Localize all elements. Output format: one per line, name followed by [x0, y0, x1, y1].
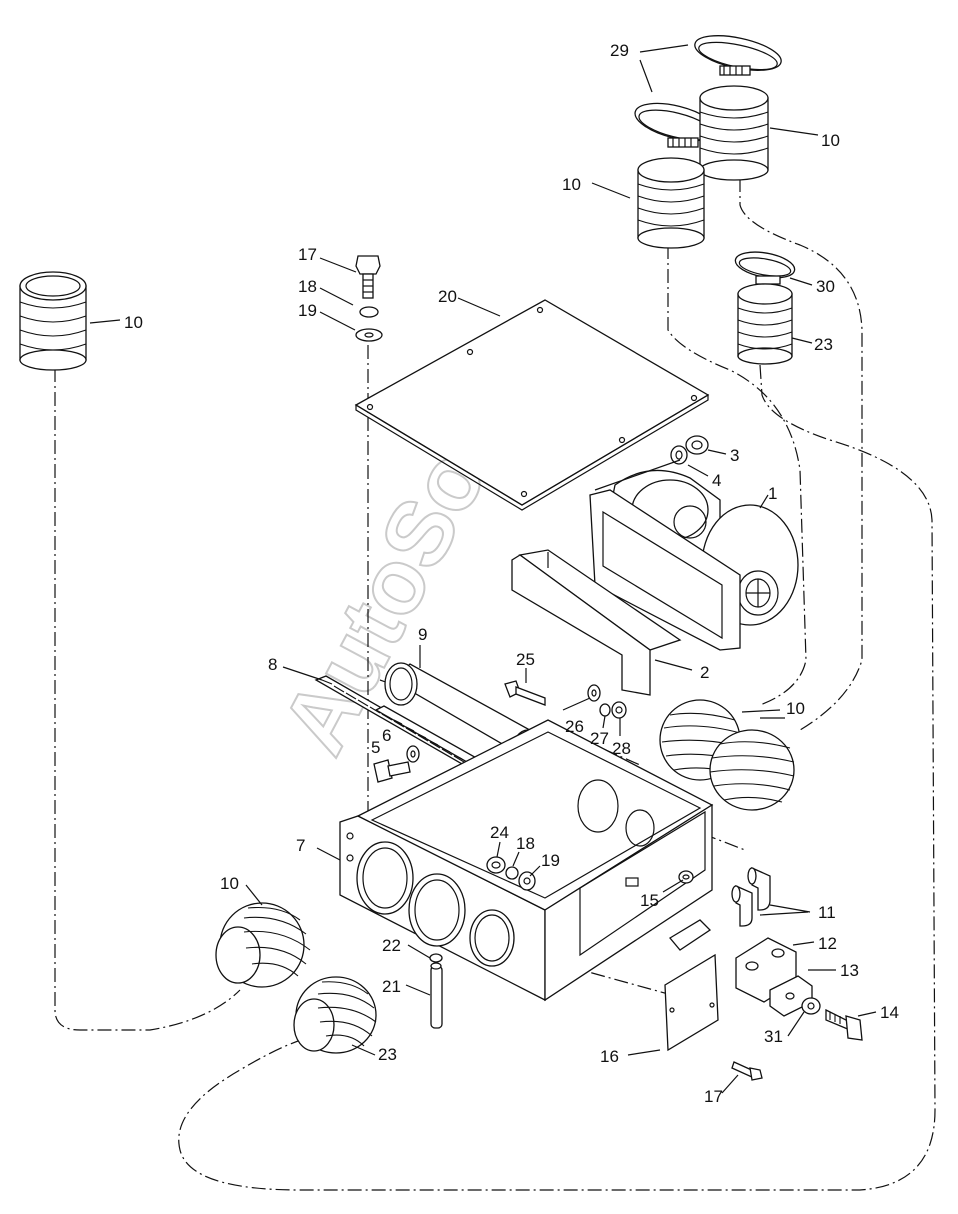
- hose-10-far-left: [19, 271, 87, 371]
- label-7: 7: [296, 836, 305, 855]
- blower-motor-1: [589, 459, 799, 651]
- bracket-2: [511, 549, 682, 696]
- nut-28: [611, 701, 627, 719]
- hose-routes: [54, 178, 936, 1191]
- screw-17-lower: [731, 1061, 763, 1081]
- heater-housing-7: [339, 719, 714, 1002]
- lock-washer-18-lower: [505, 866, 519, 880]
- hose-clamp-30: [734, 251, 796, 285]
- label-18: 18: [516, 834, 535, 853]
- label-11: 11: [818, 903, 836, 922]
- label-14: 14: [880, 1003, 899, 1022]
- hose-clamp-29-upper: [694, 35, 782, 76]
- bolt-25: [504, 680, 546, 706]
- elbow-11-a: [747, 866, 771, 911]
- washer-4: [670, 445, 688, 465]
- label-13: 13: [840, 961, 859, 980]
- o-ring-22: [429, 953, 443, 963]
- part-labels: 29 10 10 17 18 19 20 10 30 23 3 4 1 9 8 …: [124, 41, 899, 1106]
- label-22: 22: [382, 936, 401, 955]
- label-2: 2: [700, 663, 709, 682]
- washer-6: [406, 745, 420, 763]
- filter-strip-8: [314, 675, 484, 773]
- drain-tube-21: [430, 962, 443, 1029]
- label-5: 5: [371, 738, 380, 757]
- label-8: 8: [268, 655, 277, 674]
- nut-24: [486, 856, 506, 874]
- label-17: 17: [704, 1087, 723, 1106]
- label-18: 18: [298, 277, 317, 296]
- label-10: 10: [124, 313, 143, 332]
- washer-31: [801, 997, 821, 1015]
- leader-lines: [89, 44, 877, 1094]
- label-30: 30: [816, 277, 835, 296]
- washer-19-lower: [518, 871, 536, 891]
- lock-washer-27: [599, 703, 611, 717]
- bolt-14: [825, 1008, 863, 1041]
- hose-23-top-right: [737, 283, 793, 365]
- elbow-11-b: [731, 885, 753, 927]
- bolt-17-upper: [355, 255, 381, 299]
- label-10: 10: [786, 699, 805, 718]
- label-15: 15: [640, 891, 659, 910]
- hose-10-housing-right-b: [709, 729, 795, 811]
- label-27: 27: [590, 729, 609, 748]
- label-26: 26: [565, 717, 584, 736]
- label-1: 1: [768, 484, 777, 503]
- label-10: 10: [821, 131, 840, 150]
- access-plate-16: [664, 953, 719, 1052]
- label-19: 19: [298, 301, 317, 320]
- label-12: 12: [818, 934, 837, 953]
- cover-plate-20: [354, 299, 710, 511]
- washer-19-upper: [355, 328, 383, 342]
- label-19: 19: [541, 851, 560, 870]
- label-21: 21: [382, 977, 401, 996]
- label-23: 23: [378, 1045, 397, 1064]
- label-10: 10: [562, 175, 581, 194]
- label-24: 24: [490, 823, 509, 842]
- washer-26: [587, 684, 601, 702]
- label-4: 4: [712, 471, 721, 490]
- label-25: 25: [516, 650, 535, 669]
- label-17: 17: [298, 245, 317, 264]
- label-20: 20: [438, 287, 457, 306]
- hose-10-top-left: [637, 157, 705, 249]
- lock-washer-18-upper: [359, 306, 379, 318]
- label-23: 23: [814, 335, 833, 354]
- bolt-5: [373, 759, 411, 783]
- label-3: 3: [730, 446, 739, 465]
- label-10: 10: [220, 874, 239, 893]
- hose-23-lower: [293, 976, 377, 1054]
- label-31: 31: [764, 1027, 783, 1046]
- label-9: 9: [418, 625, 427, 644]
- hose-10-lower-left: [215, 902, 311, 988]
- label-16: 16: [600, 1047, 619, 1066]
- label-28: 28: [612, 739, 631, 758]
- nut-3: [685, 435, 709, 455]
- hose-10-top-right: [699, 85, 769, 181]
- label-29: 29: [610, 41, 629, 60]
- label-6: 6: [382, 726, 391, 745]
